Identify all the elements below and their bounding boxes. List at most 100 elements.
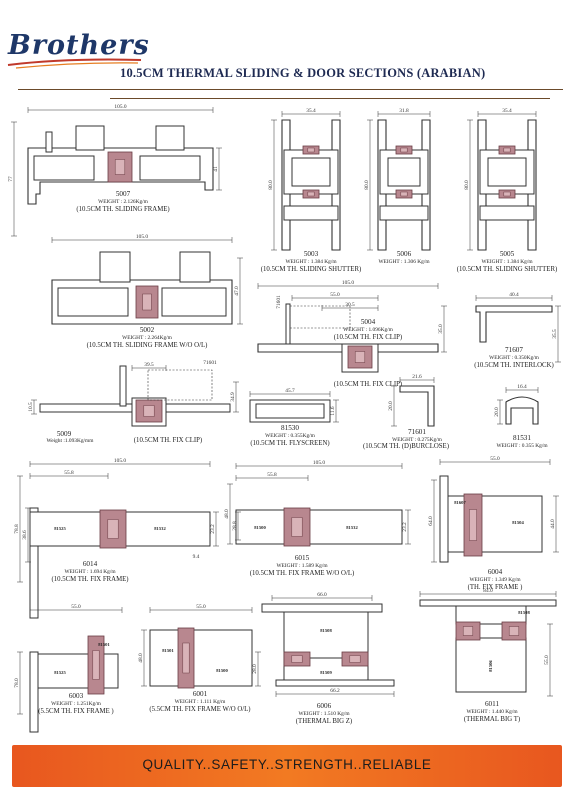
section-5002-label: (10.5CM TH. SLIDING FRAME W/O O/L) (87, 342, 208, 349)
section-81530-code: 81530 (281, 424, 299, 432)
section-5007-chamber-right (155, 125, 185, 151)
section-5007-dim-h1: 41 (213, 166, 219, 172)
section-5004-thermal-icon (347, 345, 373, 369)
section-6014-part-a: 81525 (54, 526, 66, 531)
section-5003-label: (10.5CM TH. SLIDING SHUTTER) (261, 266, 362, 273)
section-71607-code: 71607 (505, 346, 523, 354)
section-5004-code: 5004 (361, 318, 376, 326)
title-rule-secondary (110, 98, 550, 99)
section-5005-dim-height: 80.0 (464, 180, 470, 190)
section-6001-dim-48: 48.0 (138, 653, 144, 663)
section-5003-weight: WEIGHT : 1.384 Kg/m (285, 259, 337, 265)
section-81530-label: (10.5CM TH. FLYSCREEN) (250, 440, 329, 447)
section-71601-outline (399, 385, 435, 427)
section-6004-dim-64: 64.0 (428, 516, 434, 526)
section-6011-code: 6011 (485, 700, 500, 708)
section-5007-chamber-b (139, 155, 201, 181)
section-5006-dim-height: 80.0 (364, 180, 370, 190)
section-6011-label: (THERMAL BIG T) (464, 716, 520, 723)
section-6003-thermal-icon (87, 635, 105, 695)
section-6001-dim-width: 55.0 (196, 604, 206, 610)
section-81531-outline (505, 396, 539, 425)
section-6006-dim-bottom: 66.2 (330, 688, 340, 694)
section-5009-thermal-icon (135, 399, 163, 423)
section-6011-lower-chamber (455, 637, 527, 693)
section-81530-weight: WEIGHT : 0.355Kg/m (265, 433, 316, 439)
section-5003-lower-chamber (283, 205, 339, 221)
section-6011-dim-width: 84.0 (483, 588, 493, 594)
section-6003-label: (5.5CM TH. FIX FRAME ) (38, 708, 113, 715)
section-6015-part-b: 81532 (346, 525, 358, 530)
section-6015-label: (10.5CM TH. FIX FRAME W/O O/L) (250, 570, 355, 577)
section-5003-dim-height: 80.0 (268, 180, 274, 190)
section-5006-chamber (387, 157, 421, 187)
section-5005-thermal-bottom-icon (498, 189, 516, 199)
section-5007-dim-h2: 77 (8, 176, 14, 182)
section-5004-label-main: (10.5CM TH. FIX CLIP) (334, 381, 402, 388)
section-5006-thermal-top-icon (395, 145, 413, 155)
section-6001-thermal-icon (177, 627, 195, 689)
logo-swoosh-icon (7, 58, 142, 69)
section-71607-dim-width: 40.4 (509, 292, 519, 298)
section-6015-dim-55: 55.8 (267, 472, 277, 478)
section-5002-chamber-left (99, 251, 131, 283)
section-6014-weight: WEIGHT : 1.694 Kg/m (64, 569, 116, 575)
section-81531-dim-height: 20.0 (494, 407, 500, 417)
section-71607-label: (10.5CM TH. INTERLOCK) (474, 362, 554, 369)
section-5004-dim-55: 55.0 (330, 292, 340, 298)
section-5004-clip-outline (289, 305, 351, 329)
section-6015-dim-23: 23.2 (402, 522, 408, 532)
section-6014-code: 6014 (83, 560, 98, 568)
section-6015-weight: WEIGHT : 1.589 Kg/m (276, 563, 328, 569)
section-5007-weight: WEIGHT : 2.126Kg/m (98, 199, 149, 205)
section-6014-label: (10.5CM TH. FIX FRAME) (51, 576, 128, 583)
section-5004-weight: WEIGHT : 1.096Kg/m (343, 327, 394, 333)
section-6004-thermal-icon (463, 493, 483, 557)
section-6006-thermal-right-icon (341, 651, 369, 667)
section-6015-dim-28: 28.8 (232, 521, 238, 531)
section-5004-dim-height: 35.0 (438, 324, 444, 334)
title-rule (18, 89, 563, 90)
section-5009-dim-10: 10.5 (28, 402, 34, 412)
section-5006-dim-width: 31.8 (399, 108, 409, 114)
section-5009-clip-outline (147, 369, 213, 401)
section-6015-thermal-icon (283, 507, 311, 547)
section-6003-part-b: 81501 (98, 642, 110, 647)
section-5009-upright (119, 365, 127, 407)
section-71601-code: 71601 (408, 428, 426, 436)
section-6003-code: 6003 (69, 692, 84, 700)
section-5003-dim-width: 35.4 (306, 108, 316, 114)
section-6004-dim-44: 44.0 (550, 519, 556, 529)
section-6015-dim-width: 105.0 (313, 460, 325, 466)
section-71601-label: (10.5CM TH. (D)BURCLOSE) (363, 443, 449, 450)
section-5006-lower-chamber (379, 205, 429, 221)
section-5002-dim-height: 47.0 (234, 286, 240, 296)
section-6014-dim-78: 78.8 (14, 524, 20, 534)
section-5004-dim-30: 30.5 (345, 302, 355, 308)
section-81531-dim-width: 16.4 (517, 384, 527, 390)
section-6003-body (37, 653, 119, 689)
section-6011-dim-height: 55.0 (544, 655, 550, 665)
section-6001-dim-28: 28.0 (252, 664, 258, 674)
section-6011-weight: WEIGHT : 1.440 Kg/m (466, 709, 518, 715)
section-5005-code: 5005 (500, 250, 515, 258)
section-5005-weight: WEIGHT : 1.384 Kg/m (481, 259, 533, 265)
section-71607-outline (475, 305, 553, 343)
section-5007-chamber-a (33, 155, 95, 181)
section-5009-dim-34: 34.9 (230, 392, 236, 402)
section-6006-label: (THERMAL BIG Z) (296, 718, 352, 725)
section-6006-part-a: 81508 (320, 628, 332, 633)
section-5002-weight: WEIGHT : 2.264Kg/m (122, 335, 173, 341)
section-6011-top-flange (419, 599, 557, 607)
section-6001-body (149, 629, 253, 687)
section-5003-thermal-bottom-icon (302, 189, 320, 199)
section-5004-dim-width: 105.0 (342, 280, 354, 286)
section-5004-label: (10.5CM TH. FIX CLIP) (334, 334, 402, 341)
section-6014-thermal-icon (99, 509, 127, 549)
section-71601-dim-height: 20.0 (388, 401, 394, 411)
section-6011-part-a: 81506 (488, 660, 493, 672)
section-81531-code: 81531 (513, 434, 531, 442)
section-5007-code: 5007 (116, 190, 131, 198)
section-81530-chamber (255, 403, 325, 419)
